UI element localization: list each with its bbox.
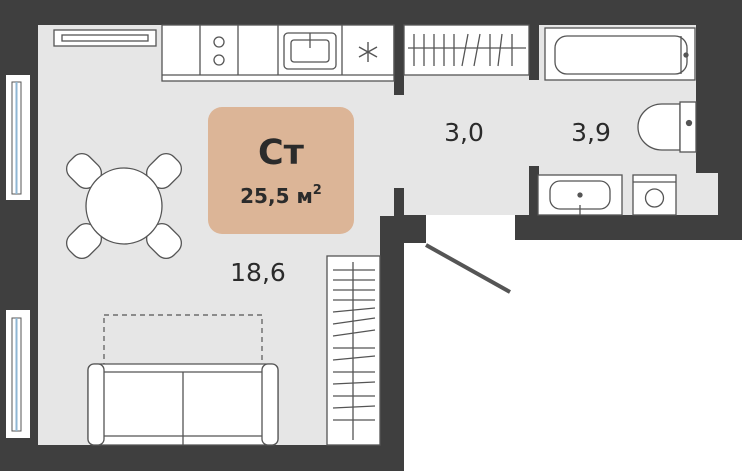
hall-wardrobe <box>403 24 530 76</box>
toilet <box>637 101 697 153</box>
window-bottom <box>6 310 30 438</box>
bathtub <box>544 27 696 81</box>
dining-table <box>65 152 183 260</box>
living-room-area-label: 18,6 <box>230 258 286 287</box>
wall-shelf <box>53 29 157 47</box>
window-top <box>6 75 30 200</box>
kitchen-sink-icon <box>283 32 337 70</box>
sofa <box>87 363 279 446</box>
bathroom-sink <box>537 174 623 216</box>
unit-type-label: Ст <box>258 133 305 173</box>
wall-hall-corner <box>394 188 404 218</box>
wall-bath-stub-top <box>529 25 539 80</box>
unit-badge: Ст 25,5 м2 <box>208 107 354 234</box>
unit-badge-background <box>208 107 354 234</box>
wall-entry-jamb <box>402 215 426 243</box>
washing-machine <box>632 174 677 216</box>
unit-total-area-sup: 2 <box>313 183 322 198</box>
wall-bath-stub-bottom <box>529 166 539 220</box>
room-wardrobe <box>326 255 381 446</box>
fridge-snowflake-icon <box>358 42 378 62</box>
wall-hall-stub <box>394 25 404 95</box>
unit-total-area: 25,5 м2 <box>240 183 322 208</box>
entrance-door <box>425 243 511 294</box>
stove-icon <box>213 36 225 66</box>
windows <box>6 75 30 438</box>
kitchen-counter <box>161 24 395 82</box>
hallway-area-label: 3,0 <box>444 118 484 147</box>
unit-total-area-value: 25,5 м <box>240 184 313 208</box>
bathroom-area-label: 3,9 <box>571 118 611 147</box>
